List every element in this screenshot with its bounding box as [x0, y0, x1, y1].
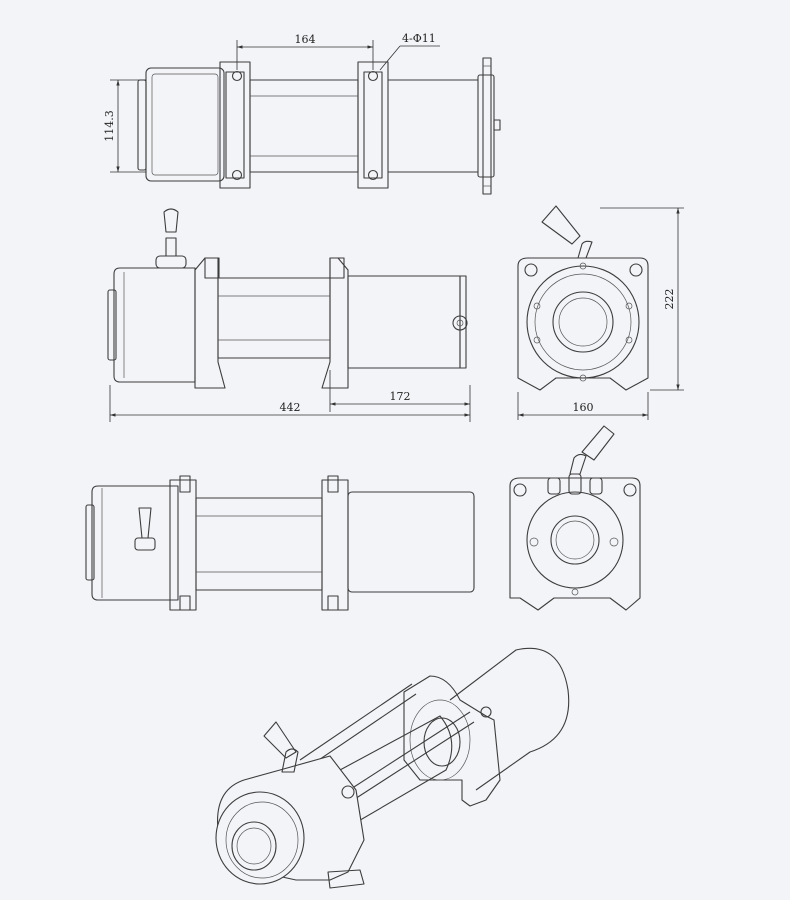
holes-leader: 4-Φ11	[379, 32, 440, 71]
end-height-label: 222	[663, 289, 676, 310]
drum-length-dimension: 172	[329, 370, 470, 412]
end-view	[517, 205, 649, 391]
top-height-dimension: 114.3	[103, 79, 146, 173]
top-view	[137, 57, 501, 195]
holes-label: 4-Φ11	[402, 32, 436, 45]
overall-length-dimension: 442	[109, 385, 471, 422]
end-width-dimension: 160	[517, 392, 649, 420]
end-width-label: 160	[573, 401, 594, 414]
isometric-view	[215, 647, 570, 889]
rear-end-view	[509, 425, 641, 611]
rear-view	[85, 475, 475, 611]
top-width-dimension: 164	[236, 33, 374, 70]
front-view	[107, 208, 468, 389]
top-height-label: 114.3	[103, 110, 116, 142]
overall-length-label: 442	[280, 401, 301, 414]
drum-length-label: 172	[390, 390, 411, 403]
end-height-dimension: 222	[600, 207, 684, 391]
top-width-label: 164	[295, 33, 316, 46]
